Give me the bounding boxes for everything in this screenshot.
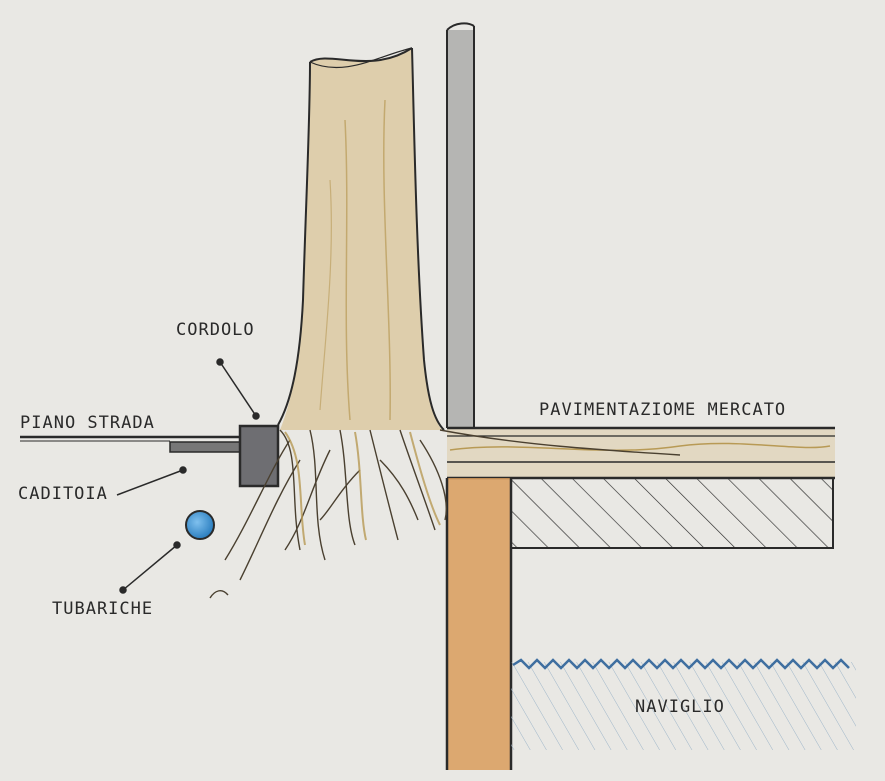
label-naviglio: NAVIGLIO (635, 697, 725, 717)
tree-trunk (277, 47, 445, 431)
tree-roots-color (284, 431, 441, 546)
label-cordolo: CORDOLO (176, 320, 255, 340)
hatched-slab (510, 477, 834, 549)
canal-water (511, 658, 856, 750)
label-tubariche: TUBARICHE (52, 599, 153, 619)
leader-lines (116, 358, 260, 594)
pipe-circle (185, 510, 215, 540)
canal-wall (445, 478, 513, 770)
label-caditoia: CADITOIA (18, 484, 108, 504)
vertical-post (446, 22, 475, 428)
label-pavimentazione: PAVIMENTAZIOME MERCATO (539, 400, 786, 420)
tree-roots (209, 429, 681, 599)
label-piano-strada: PIANO STRADA (20, 413, 155, 433)
kerb-block (238, 424, 280, 488)
